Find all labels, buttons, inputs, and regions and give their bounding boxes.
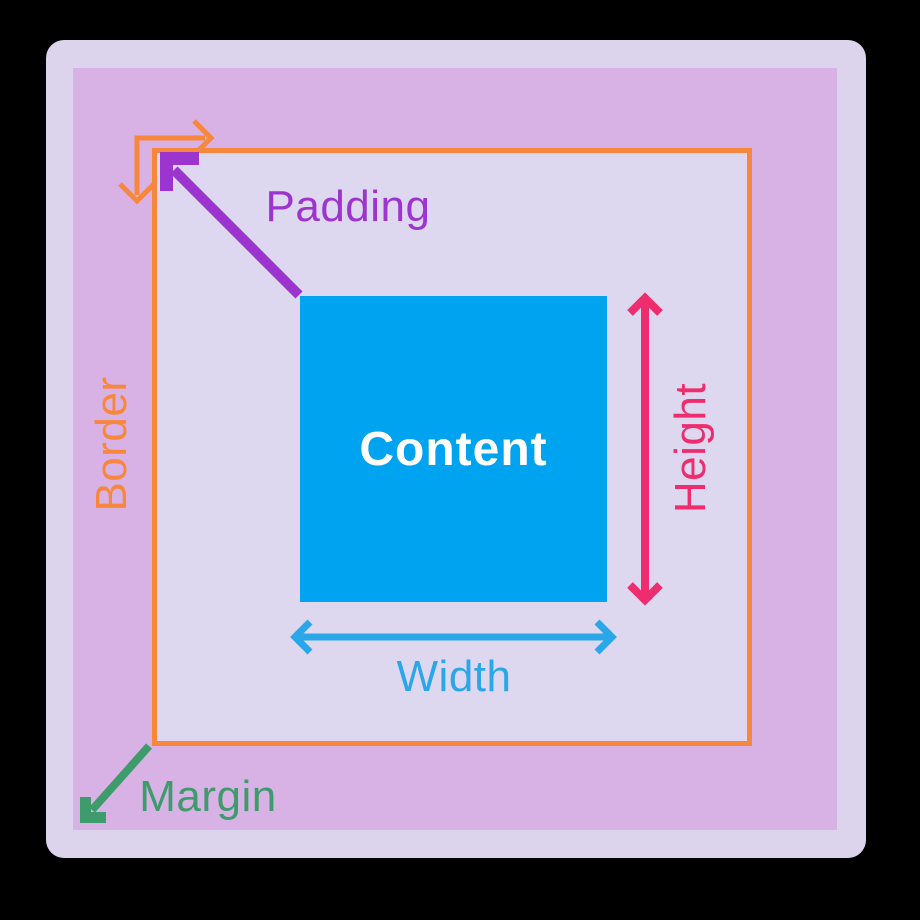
content-box: Content <box>300 296 607 602</box>
border-label: Border <box>87 376 136 512</box>
content-label: Content <box>359 422 548 476</box>
width-label: Width <box>396 652 512 701</box>
padding-label: Padding <box>265 182 431 231</box>
margin-label: Margin <box>139 772 277 821</box>
height-label: Height <box>666 382 715 514</box>
